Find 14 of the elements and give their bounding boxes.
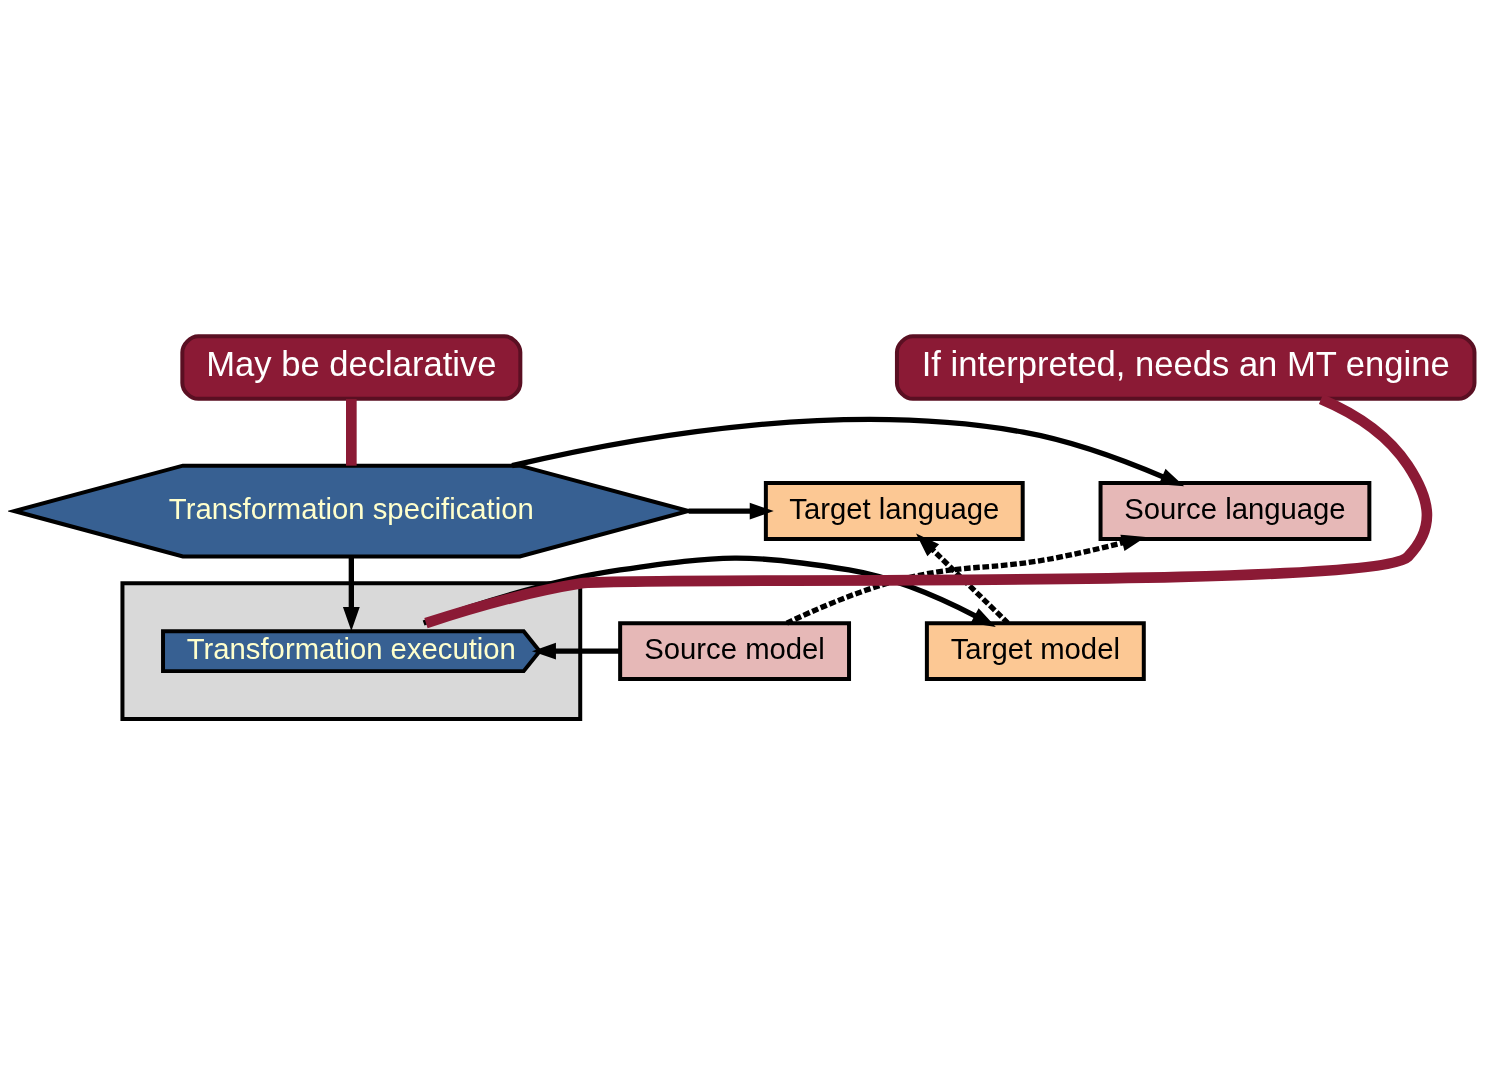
connector xyxy=(346,399,357,466)
arrow xyxy=(688,502,774,520)
node-box: Target model xyxy=(924,621,1146,682)
arrow xyxy=(511,417,1185,487)
node-box: Source model xyxy=(618,621,852,682)
arrow xyxy=(342,556,360,631)
arrow xyxy=(531,642,620,660)
arrow xyxy=(785,534,1146,626)
cluster xyxy=(120,581,583,722)
node-box: Target language xyxy=(763,481,1025,541)
arrow xyxy=(916,533,1010,625)
node-box: May be declarative xyxy=(180,334,523,401)
node-box: Source language xyxy=(1098,481,1372,541)
node-box: If interpreted, needs an MT engine xyxy=(894,334,1477,401)
